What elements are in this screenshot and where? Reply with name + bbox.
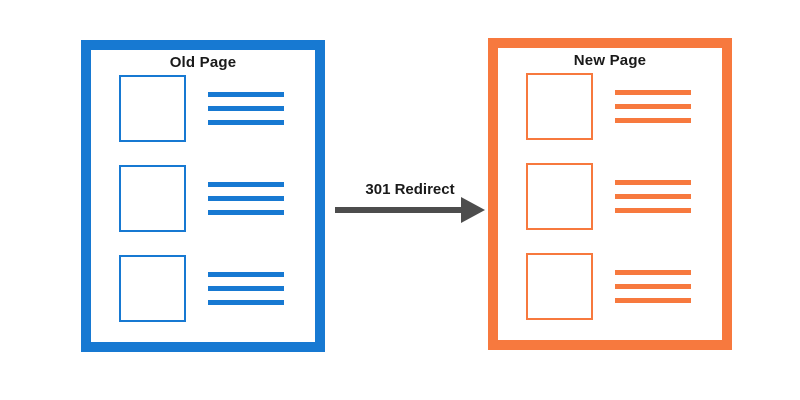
- text-line-bar: [615, 208, 691, 213]
- text-line-bar: [615, 284, 691, 289]
- content-row: [119, 165, 315, 232]
- text-line-bar: [208, 286, 284, 291]
- text-line-bar: [208, 120, 284, 125]
- text-lines: [208, 92, 284, 125]
- text-line-bar: [208, 92, 284, 97]
- new-page-content: [498, 73, 722, 320]
- content-row: [526, 73, 722, 140]
- text-line-bar: [208, 106, 284, 111]
- text-lines: [208, 272, 284, 305]
- text-line-bar: [615, 90, 691, 95]
- image-placeholder: [119, 75, 186, 142]
- image-placeholder: [119, 255, 186, 322]
- text-line-bar: [208, 210, 284, 215]
- old-page-title: Old Page: [169, 54, 237, 71]
- text-lines: [615, 270, 691, 303]
- text-line-bar: [208, 300, 284, 305]
- old-page-content: [91, 75, 315, 322]
- old-page-card: Old Page: [81, 40, 325, 352]
- text-line-bar: [615, 298, 691, 303]
- text-lines: [208, 182, 284, 215]
- redirect-arrow-icon: [335, 197, 485, 223]
- image-placeholder: [526, 253, 593, 320]
- text-line-bar: [615, 194, 691, 199]
- text-line-bar: [615, 270, 691, 275]
- text-line-bar: [615, 180, 691, 185]
- content-row: [526, 253, 722, 320]
- new-page-card: New Page: [488, 38, 732, 350]
- text-line-bar: [208, 196, 284, 201]
- arrow-label: 301 Redirect: [365, 181, 455, 198]
- image-placeholder: [526, 73, 593, 140]
- new-page-title: New Page: [573, 52, 647, 69]
- image-placeholder: [526, 163, 593, 230]
- content-row: [526, 163, 722, 230]
- text-line-bar: [208, 272, 284, 277]
- text-line-bar: [615, 118, 691, 123]
- text-lines: [615, 90, 691, 123]
- content-row: [119, 255, 315, 322]
- content-row: [119, 75, 315, 142]
- image-placeholder: [119, 165, 186, 232]
- text-lines: [615, 180, 691, 213]
- text-line-bar: [208, 182, 284, 187]
- text-line-bar: [615, 104, 691, 109]
